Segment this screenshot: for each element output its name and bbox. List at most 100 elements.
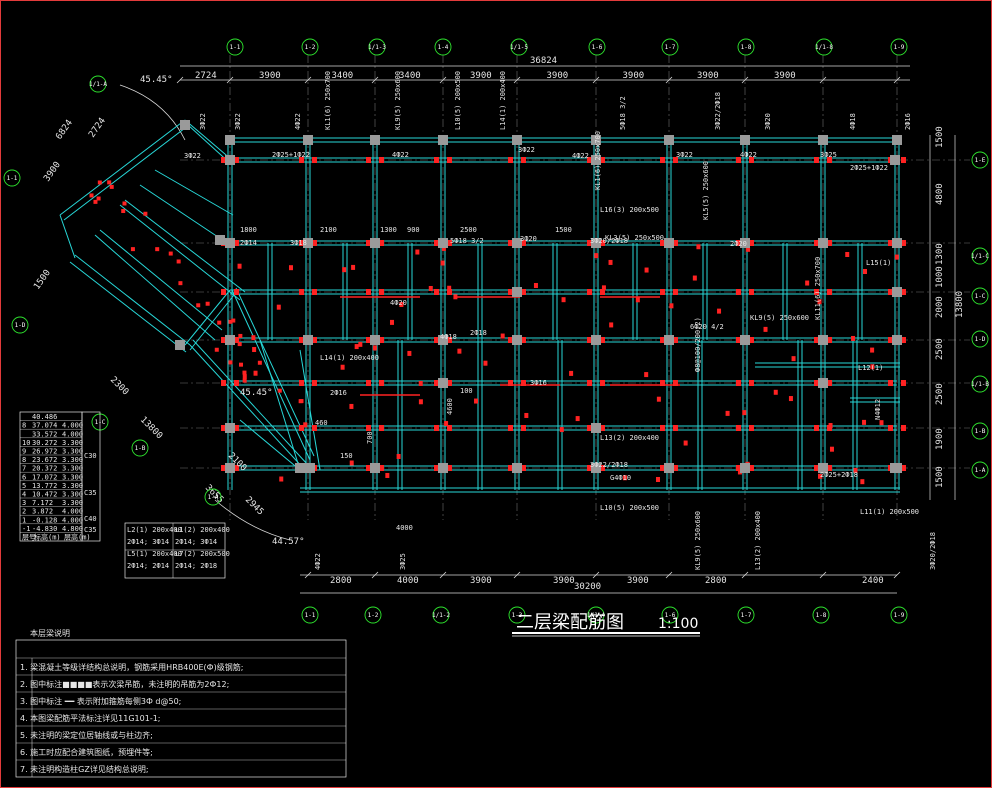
rebar-mark bbox=[587, 465, 592, 471]
beam-label: N4Ф12 bbox=[874, 399, 882, 420]
rebar-mark bbox=[814, 240, 819, 246]
beam-label: 3Ф20/2Ф18 bbox=[590, 237, 628, 245]
dim-tick bbox=[665, 76, 673, 84]
rebar-mark bbox=[299, 289, 304, 295]
rebar-mark bbox=[312, 240, 317, 246]
dim-right: 1300 bbox=[935, 243, 945, 265]
rebar-mark bbox=[447, 380, 452, 386]
column bbox=[438, 335, 448, 345]
rebar-mark bbox=[660, 425, 665, 431]
column bbox=[225, 463, 235, 473]
column bbox=[438, 378, 448, 388]
rebar-mark bbox=[434, 289, 439, 295]
beam-edge bbox=[184, 289, 231, 346]
rebar-mark bbox=[97, 180, 102, 185]
beam-label-vertical: 3Ф22/2Ф18 bbox=[714, 92, 722, 130]
rebar-mark bbox=[89, 193, 94, 198]
beam-edge bbox=[74, 254, 191, 346]
beam-label: L13(2) 200x400 bbox=[600, 434, 659, 442]
axis-bubble-right: 1-D bbox=[975, 336, 986, 343]
beam-label-vertical: 4Ф22 bbox=[294, 113, 302, 130]
rebar-mark bbox=[366, 465, 371, 471]
rebar-mark bbox=[342, 267, 347, 273]
rebar-mark bbox=[600, 157, 605, 163]
rebar-mark bbox=[234, 425, 239, 431]
rebar-mark bbox=[587, 337, 592, 343]
rebar-mark bbox=[299, 425, 304, 431]
level-footer: 标高(m) bbox=[34, 533, 61, 542]
rebar-mark bbox=[434, 157, 439, 163]
rebar-mark bbox=[242, 374, 247, 380]
rebar-mark bbox=[508, 157, 513, 163]
beam-label: 3Ф22 bbox=[518, 146, 535, 154]
beam-edge bbox=[59, 119, 186, 216]
rebar-mark bbox=[644, 267, 649, 273]
beam-label-vertical: L10(5) 200x500 bbox=[454, 71, 462, 130]
axis-bubble-right: 1-A bbox=[975, 467, 986, 474]
drawing-scale: 1:100 bbox=[658, 616, 698, 632]
rebar-mark bbox=[508, 425, 513, 431]
beam-edge bbox=[119, 204, 241, 301]
axis-bubble-bottom: 1-3 bbox=[512, 612, 523, 619]
rebar-mark bbox=[524, 412, 529, 418]
beam-label: 460 bbox=[315, 419, 328, 427]
rebar-mark bbox=[805, 280, 810, 286]
rebar-mark bbox=[253, 370, 258, 376]
beam-label: G4Ф10 bbox=[610, 474, 631, 482]
column bbox=[512, 135, 522, 145]
note-line: 3. 图中标注 ━━ 表示附加箍筋每侧3Ф d@50; bbox=[20, 696, 181, 706]
rebar-mark bbox=[444, 421, 449, 427]
axis-bubble-top: 1/1-5 bbox=[510, 44, 528, 51]
axis-bubble-left-circle bbox=[131, 439, 149, 457]
axis-bubble-bottom-circle bbox=[364, 606, 382, 624]
beam-table-cell: 2Ф14; 3Ф14 bbox=[127, 538, 169, 546]
rebar-mark bbox=[228, 360, 233, 365]
rebar-mark bbox=[901, 157, 906, 163]
axis-bubble-left: 1-B bbox=[135, 445, 146, 452]
column bbox=[225, 238, 235, 248]
rebar-mark bbox=[845, 251, 850, 257]
beam-label: 4Ф22 bbox=[392, 151, 409, 159]
rebar-mark bbox=[214, 347, 219, 352]
rebar-mark bbox=[660, 337, 665, 343]
rebar-mark bbox=[817, 473, 822, 479]
note-line: 1. 梁混凝土等级详结构总说明，钢筋采用HRB400E(Ф)级钢筋; bbox=[20, 662, 243, 672]
axis-bubble-top: 1-6 bbox=[592, 44, 603, 51]
beam-table-cell: 2Ф14; 2Ф14 bbox=[127, 562, 169, 570]
rebar-mark bbox=[521, 425, 526, 431]
rebar-mark bbox=[742, 410, 747, 416]
rebar-mark bbox=[827, 157, 832, 163]
rebar-mark bbox=[434, 465, 439, 471]
rebar-mark bbox=[521, 465, 526, 471]
level-height: 3.300 bbox=[62, 491, 83, 499]
level-height: 4.000 bbox=[62, 516, 83, 524]
rebar-mark bbox=[575, 416, 580, 422]
rebar-mark bbox=[428, 285, 433, 291]
rebar-mark bbox=[655, 476, 660, 482]
column bbox=[892, 238, 902, 248]
level-height: 4.800 bbox=[62, 525, 83, 533]
axis-bubble-right-circle bbox=[971, 375, 989, 393]
rebar-mark bbox=[656, 396, 661, 402]
axis-bubble-right-circle bbox=[971, 461, 989, 479]
rebar-mark bbox=[228, 319, 233, 324]
rebar-mark bbox=[888, 380, 893, 386]
arc-line bbox=[119, 84, 186, 141]
axis-bubble-right-circle bbox=[971, 287, 989, 305]
rebar-mark bbox=[399, 301, 404, 307]
column bbox=[664, 335, 674, 345]
dim-right: 2500 bbox=[935, 383, 945, 405]
rebar-mark bbox=[901, 380, 906, 386]
dim-tick bbox=[592, 76, 600, 84]
rebar-mark bbox=[107, 180, 112, 185]
axis-bubble-top: 1-8 bbox=[741, 44, 752, 51]
note-line: 2. 图中标注■■■■表示次梁吊筋，未注明的吊筋为2Ф12; bbox=[20, 679, 229, 689]
column bbox=[892, 335, 902, 345]
level-floor: 9 bbox=[22, 448, 26, 456]
beam-label: 3Ф18 bbox=[290, 239, 307, 247]
axis-bubble-bottom-circle bbox=[432, 606, 450, 624]
rebar-mark bbox=[736, 380, 741, 386]
